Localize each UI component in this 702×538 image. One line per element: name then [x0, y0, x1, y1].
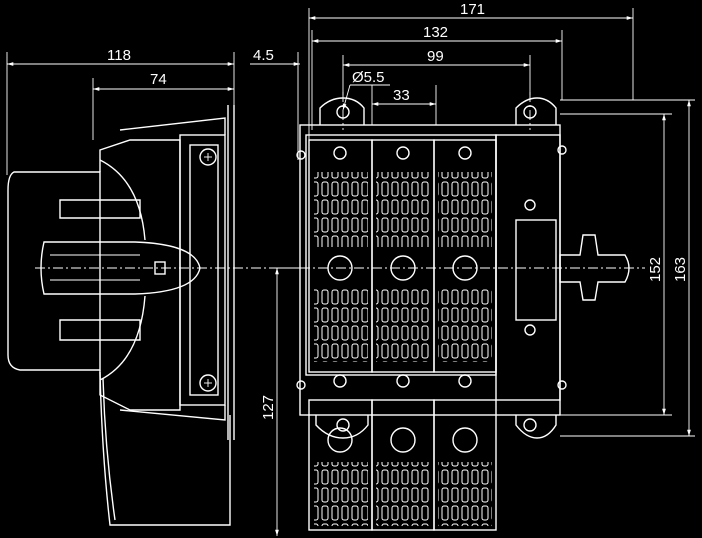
side-view — [7, 105, 300, 526]
dim-depth-total: 118 — [107, 47, 131, 64]
dim-height-lower: 127 — [260, 395, 277, 420]
right-dimensions: 152 163 127 — [260, 99, 695, 536]
dim-height-total: 163 — [672, 257, 689, 282]
dim-depth-front: 74 — [150, 71, 167, 88]
dim-overall-width: 171 — [460, 1, 485, 18]
front-view — [296, 92, 645, 531]
dim-offset: 4.5 — [253, 47, 274, 64]
dim-pitch-width: 99 — [427, 48, 444, 65]
pole-1 — [308, 139, 373, 531]
dim-pole-pitch: 33 — [393, 87, 410, 104]
pole-2 — [371, 139, 435, 531]
dim-height-mount: 152 — [647, 257, 664, 282]
dim-hole-diameter: Ø5.5 — [352, 69, 385, 86]
pole-3 — [433, 139, 497, 531]
dim-mount-width: 132 — [423, 24, 448, 41]
top-dimensions: 171 132 99 Ø5.5 33 118 74 4.5 — [6, 1, 634, 175]
